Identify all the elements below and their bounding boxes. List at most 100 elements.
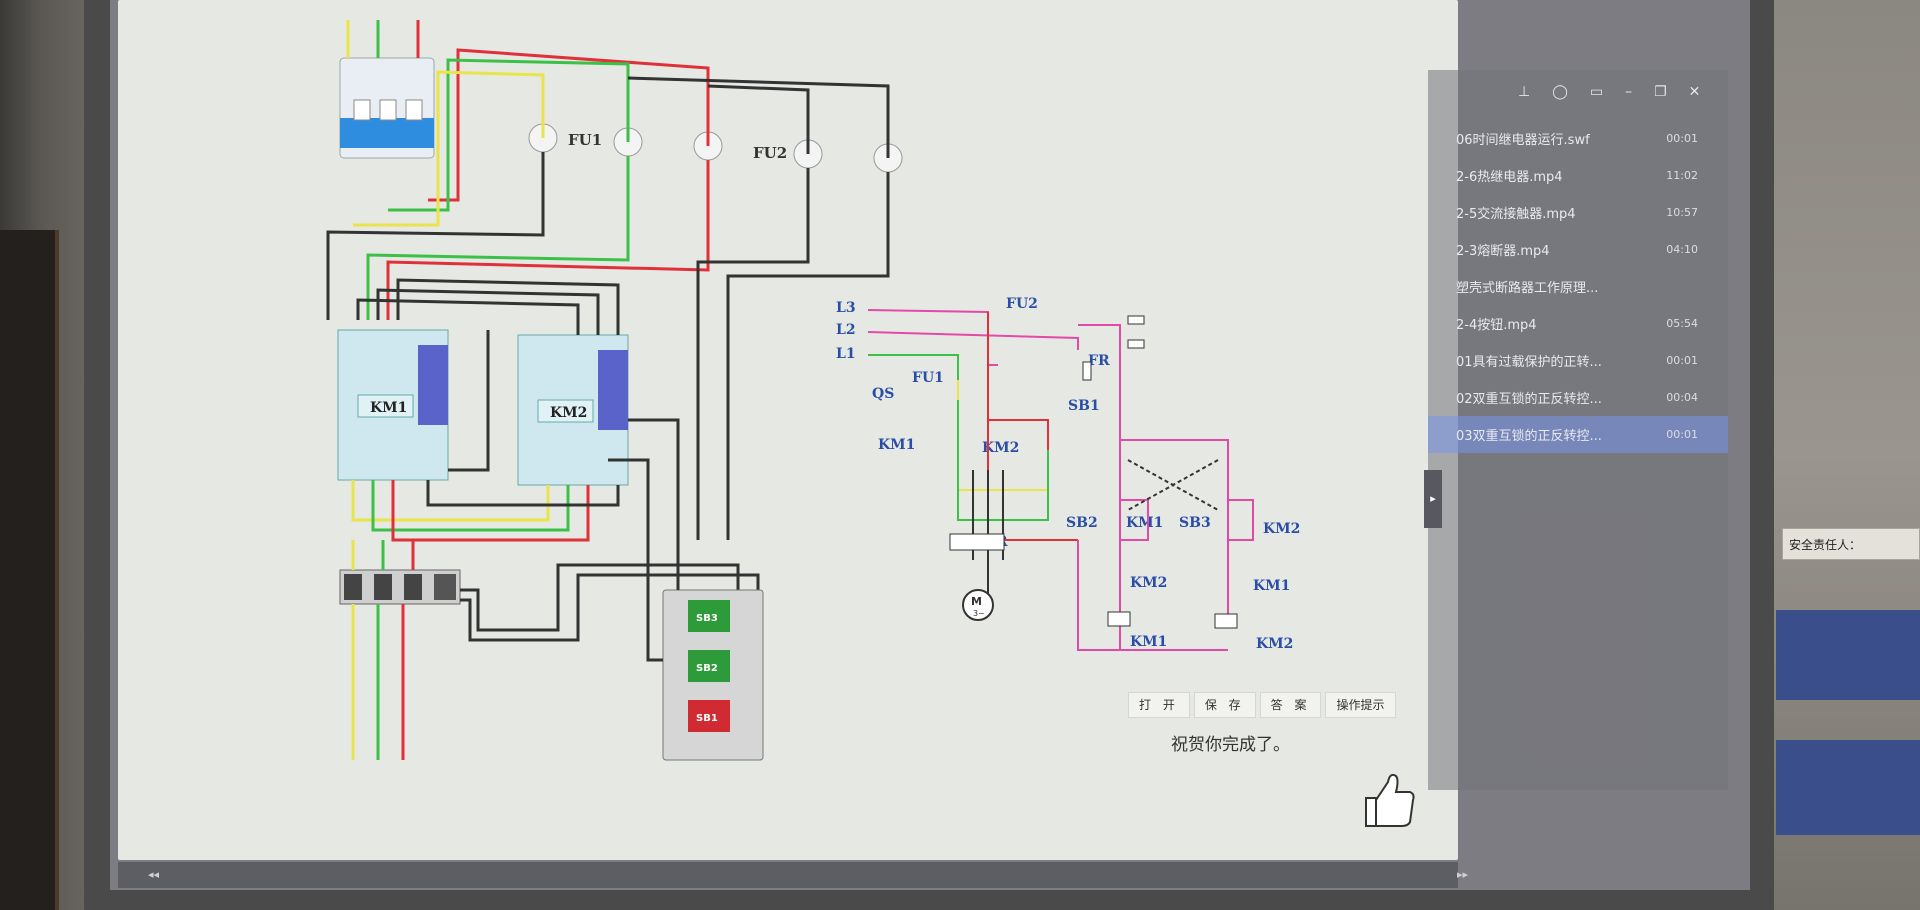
wire-black — [426, 480, 620, 507]
wire-green — [366, 156, 630, 320]
label-km2-coil: KM2 — [1256, 636, 1293, 652]
motor-symbol — [962, 589, 994, 621]
label-fu2: FU2 — [1006, 296, 1038, 312]
fr-heater-symbol — [949, 533, 1005, 551]
close-icon[interactable]: ✕ — [1688, 84, 1701, 100]
wire-yellow — [353, 70, 545, 227]
wire-black — [396, 278, 620, 335]
wire-black — [356, 298, 580, 335]
prev-button[interactable]: ◂◂ — [148, 868, 160, 881]
wire-black — [460, 563, 740, 632]
label-l1: L1 — [836, 346, 856, 362]
blackboard-edge — [0, 230, 59, 910]
list-item[interactable]: 01具有过载保护的正转...00:01 — [1456, 354, 1698, 370]
wiring-diagram: FU1 FU2 KM1 KM2 — [326, 20, 1300, 761]
label-fu1: FU1 — [912, 370, 944, 386]
wire-black — [460, 573, 760, 642]
list-item-active[interactable]: 03双重互锁的正反转控...00:01 — [1428, 416, 1728, 453]
open-button[interactable]: 打 开 — [1128, 692, 1190, 718]
save-button[interactable]: 保 存 — [1193, 692, 1256, 718]
list-item[interactable]: 02双重互锁的正反转控...00:04 — [1456, 391, 1698, 407]
schem-wire — [868, 354, 959, 380]
label-fr-contact: FR — [1088, 353, 1110, 369]
schem-wire — [1120, 499, 1149, 541]
motor-label: M — [971, 595, 982, 608]
wire-black — [627, 76, 890, 158]
action-bar: 打 开 保 存 答 案 操作提示 — [1128, 692, 1396, 718]
label-l3: L3 — [836, 300, 856, 316]
file-icon[interactable]: ▭ — [1589, 84, 1604, 100]
answer-button[interactable]: 答 案 — [1259, 692, 1322, 718]
thumbs-up-icon — [1365, 773, 1415, 827]
wire-red — [391, 480, 590, 542]
pin-icon[interactable]: ⊥ — [1518, 84, 1531, 100]
label-fu2: FU2 — [753, 144, 787, 162]
wire-black — [376, 288, 600, 335]
wire-black — [696, 168, 810, 540]
minimize-icon[interactable]: – — [1625, 84, 1633, 100]
label-fu1: FU1 — [568, 131, 602, 149]
label-qs: QS — [872, 386, 894, 402]
wall-sign: 安全责任人： — [1782, 528, 1920, 560]
panel-toolbar: ⊥ ◯ ▭ – ❐ ✕ — [1518, 84, 1700, 100]
wire-green — [388, 58, 630, 212]
fuse-symbol — [1127, 315, 1145, 325]
player-bar: ◂◂ ▸▸ — [118, 862, 1468, 888]
wall-panel — [1776, 610, 1920, 700]
wire-black — [707, 84, 810, 154]
wire-green — [371, 480, 570, 532]
contactor-km1[interactable] — [337, 329, 449, 481]
simulation-workspace: FU1 FU2 KM1 KM2 — [118, 0, 1458, 860]
schem-wire — [867, 331, 1079, 350]
label-sb1: SB1 — [1068, 398, 1100, 414]
congrats-message: 祝贺你完成了。 — [1171, 735, 1290, 755]
panel-collapse-handle[interactable]: ▸ — [1424, 470, 1442, 528]
restore-icon[interactable]: ❐ — [1654, 84, 1667, 100]
interlock-dash — [1127, 459, 1219, 511]
label-km1-device: KM1 — [370, 400, 407, 416]
label-km2: KM2 — [982, 440, 1019, 456]
wire-black — [326, 152, 545, 320]
breaker-qs[interactable] — [339, 57, 435, 159]
coil-km1 — [1107, 611, 1131, 627]
wire-yellow — [351, 480, 550, 522]
wire-black — [448, 330, 490, 472]
schem-wire — [1228, 499, 1254, 541]
label-km1-coil: KM1 — [1130, 634, 1167, 650]
fuse-symbol — [1127, 339, 1145, 349]
schem-wire — [1077, 540, 1120, 651]
label-sb2: SB2 — [1066, 515, 1098, 531]
list-item[interactable]: 塑壳式断路器工作原理... — [1456, 281, 1599, 296]
label-sb3: SB3 — [1179, 515, 1211, 531]
pushbutton-box[interactable] — [662, 589, 764, 761]
wire-black — [628, 418, 680, 590]
motor-sublabel: 3~ — [973, 609, 985, 618]
label-sb2-button: SB2 — [696, 663, 718, 674]
label-km2-device: KM2 — [550, 405, 587, 421]
location-icon[interactable]: ◯ — [1552, 84, 1568, 100]
label-km2-interlock: KM2 — [1130, 575, 1167, 591]
label-sb3-button: SB3 — [696, 613, 718, 624]
schem-wire — [987, 420, 1078, 541]
label-sb1-button: SB1 — [696, 713, 718, 724]
coil-km2 — [1214, 613, 1238, 629]
wall-panel — [1776, 740, 1920, 835]
schem-wire — [1120, 439, 1229, 470]
schem-wire — [987, 312, 1049, 450]
label-km2-aux: KM2 — [1263, 521, 1300, 537]
wire-black — [726, 172, 890, 540]
fuse-symbol — [1082, 361, 1092, 381]
schem-wire — [1078, 324, 1121, 345]
thermal-relay-fr[interactable] — [339, 569, 461, 605]
hint-button[interactable]: 操作提示 — [1325, 692, 1396, 718]
schem-wire — [867, 309, 998, 366]
next-button[interactable]: ▸▸ — [1456, 868, 1468, 881]
label-km1-interlock: KM1 — [1253, 578, 1290, 594]
label-l2: L2 — [836, 322, 856, 338]
